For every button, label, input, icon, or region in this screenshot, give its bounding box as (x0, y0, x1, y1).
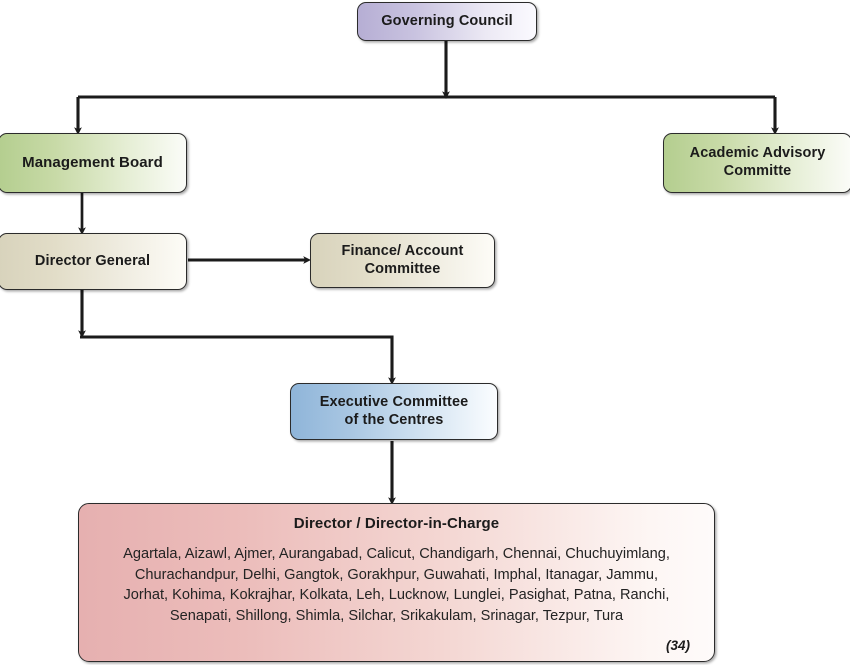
node-management-board[interactable]: Management Board (0, 133, 187, 193)
node-finance-account-label: Finance/ Account Committee (341, 242, 464, 277)
node-management-board-label: Management Board (22, 153, 163, 171)
director-in-charge-count: (34) (665, 638, 690, 653)
node-governing-council-label: Governing Council (381, 12, 513, 29)
director-in-charge-title: Director / Director-in-Charge (293, 515, 500, 532)
node-director-general[interactable]: Director General (0, 233, 187, 290)
node-director-general-label: Director General (34, 252, 151, 269)
node-governing-council[interactable]: Governing Council (357, 2, 537, 41)
node-academic-advisory-label: Academic Advisory Committe (689, 145, 826, 179)
node-director-in-charge[interactable]: Director / Director-in-Charge Agartala, … (78, 503, 715, 662)
node-executive-committee-of-centres[interactable]: Executive Committee of the Centres (290, 383, 498, 440)
node-executive-committee-label: Executive Committee of the Centres (319, 393, 469, 428)
director-in-charge-centres-list: Agartala, Aizawl, Ajmer, Aurangabad, Cal… (123, 546, 670, 625)
node-finance-account-committee[interactable]: Finance/ Account Committee (310, 233, 495, 288)
node-academic-advisory-committee[interactable]: Academic Advisory Committe (663, 133, 850, 193)
edge-elbow-to-executive-committee (80, 335, 396, 386)
